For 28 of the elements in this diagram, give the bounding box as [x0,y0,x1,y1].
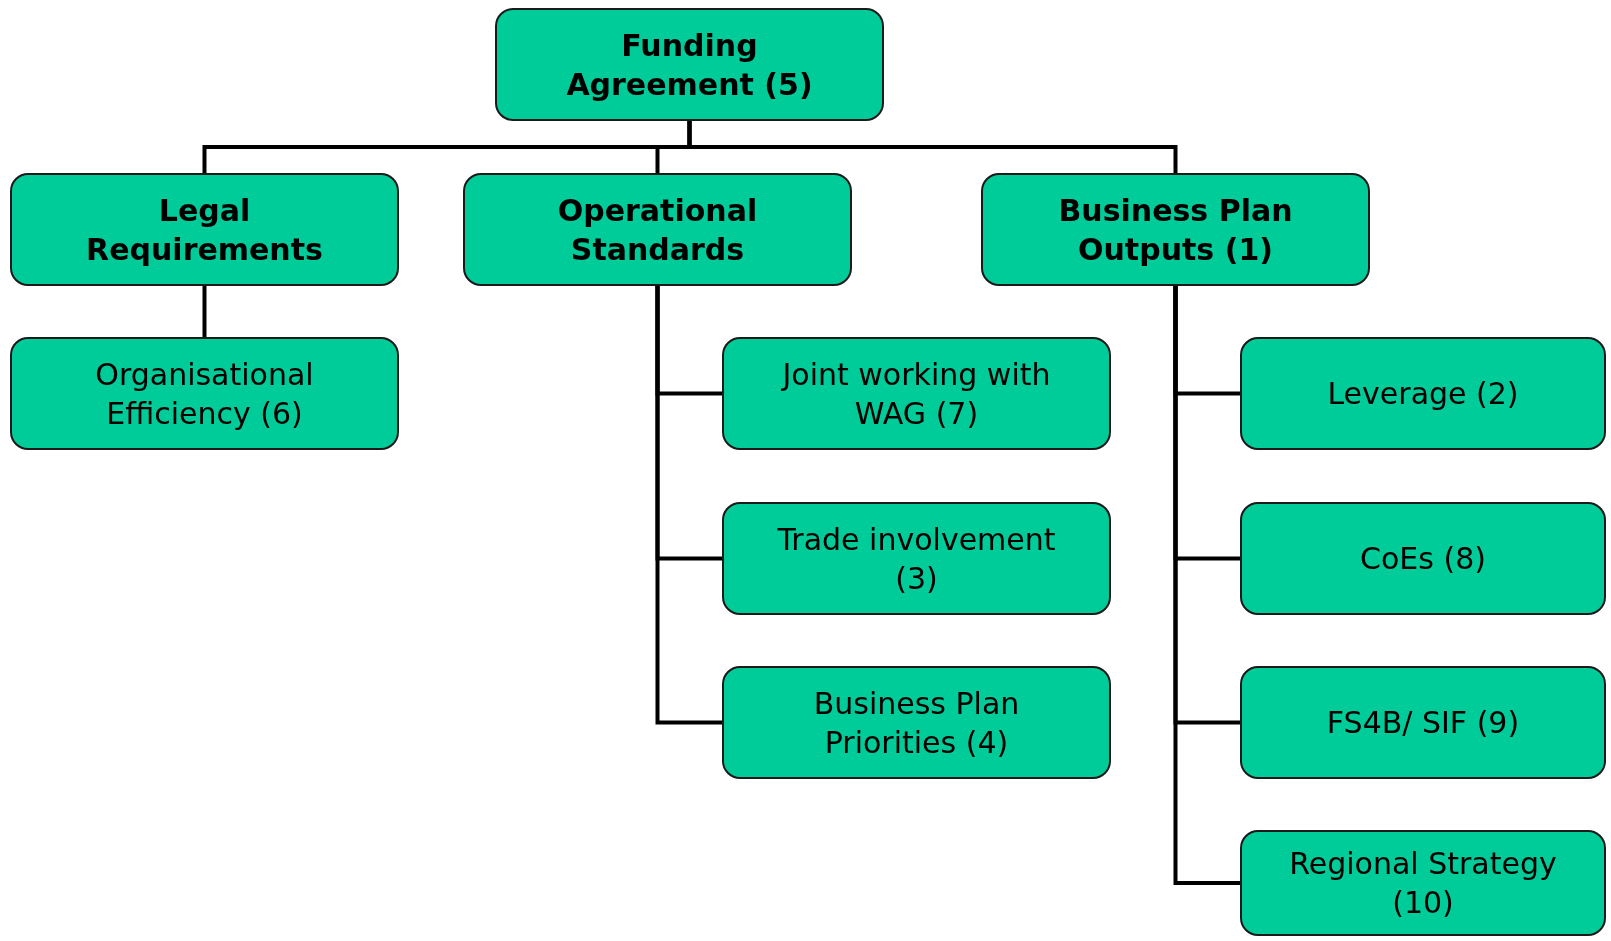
process-box [10,173,399,286]
process-box [463,173,852,286]
process-box [10,337,399,450]
connector-line [655,286,722,725]
box-label: CoEs (8) [1360,540,1486,578]
box-label: Organisational Efficiency (6) [94,355,315,433]
process-box [1240,666,1606,779]
process-box [981,173,1370,286]
connector-line [687,121,1178,173]
connector-line [202,286,207,337]
box-label: Legal Requirements [85,191,324,269]
box-label: Joint working with WAG (7) [780,355,1052,433]
box-label: FS4B/ SIF (9) [1326,704,1520,742]
process-box [1240,502,1606,615]
box-label: Business Plan Priorities (4) [812,684,1021,762]
connector-line [1173,286,1240,885]
box-label: Leverage (2) [1327,375,1519,413]
process-box [1240,337,1606,450]
process-box [722,666,1111,779]
process-box [1240,830,1606,936]
box-label: Business Plan Outputs (1) [1057,191,1294,269]
box-label: Funding Agreement (5) [565,26,814,104]
process-box [722,502,1111,615]
box-label: Regional Strategy (10) [1288,845,1558,922]
process-box [722,337,1111,450]
box-label: Trade involvement (3) [776,520,1057,598]
box-label: Operational Standards [556,191,759,269]
process-box [495,8,884,121]
